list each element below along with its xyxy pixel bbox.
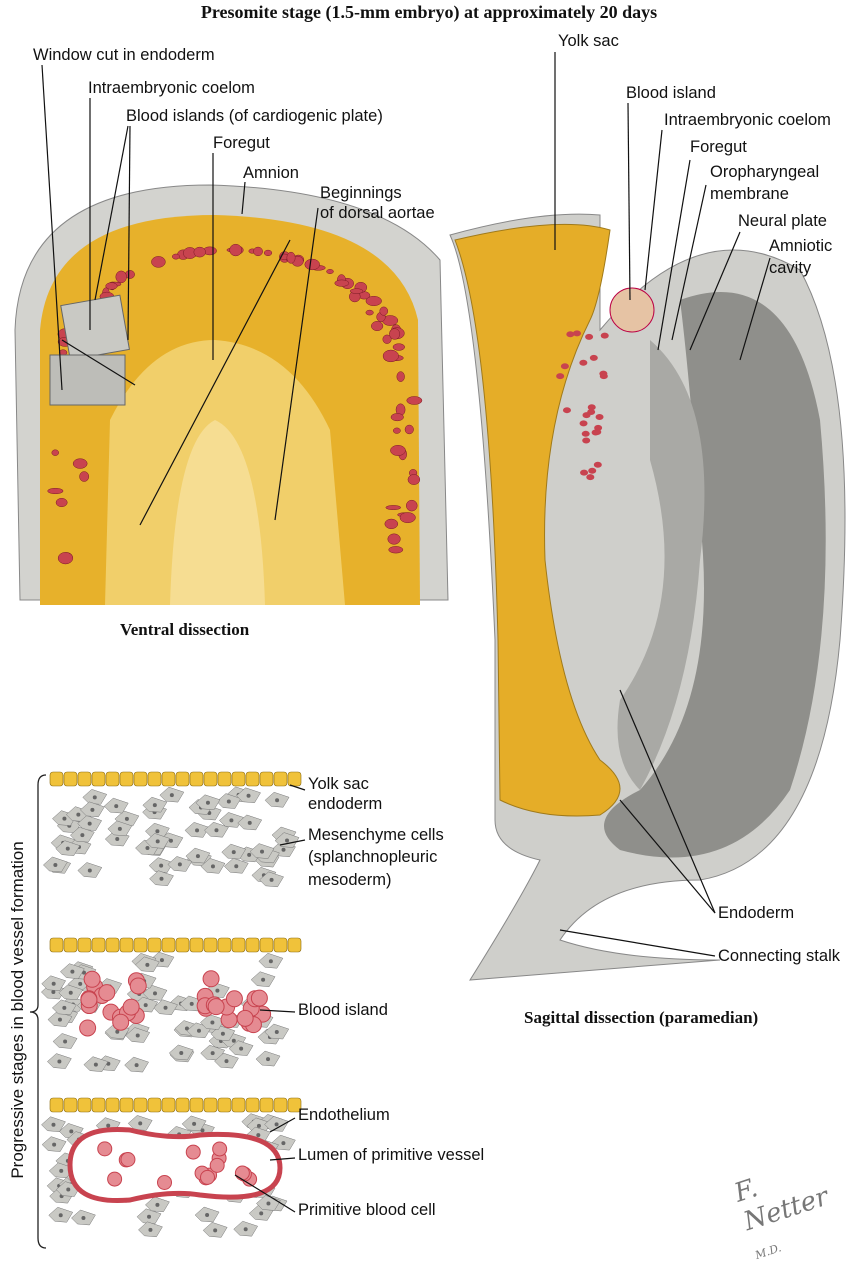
label-primitive-blood-cell: Primitive blood cell: [298, 1201, 436, 1219]
bracket: [29, 774, 47, 1249]
blood-islands-marks: [47, 243, 423, 565]
label-yolk-sac: Yolk sac: [558, 32, 619, 50]
label-mesenchyme-2: (splanchnopleuric: [308, 848, 438, 866]
label-blood-island: Blood island: [626, 84, 716, 102]
side-label-stages: Progressive stages in blood vessel forma…: [8, 841, 27, 1179]
label-amniotic-1: Amniotic: [769, 237, 833, 255]
label-dorsal-aortae-2: of dorsal aortae: [320, 204, 435, 222]
label-blood-islands: Blood islands (of cardiogenic plate): [126, 107, 383, 125]
label-intraembryonic-coelom: Intraembryonic coelom: [88, 79, 255, 97]
label-yolk-sac-endoderm-1: Yolk sac: [308, 775, 369, 793]
figure-title: Presomite stage (1.5-mm embryo) at appro…: [200, 2, 658, 22]
label-oropharyngeal-1: Oropharyngeal: [710, 163, 820, 181]
label-mesenchyme-1: Mesenchyme cells: [308, 826, 444, 844]
label-amnion: Amnion: [243, 164, 299, 182]
label-sag-foregut: Foregut: [690, 138, 747, 156]
sagittal-dissection-illustration: [449, 213, 846, 981]
label-window-cut: Window cut in endoderm: [33, 46, 215, 64]
blood-vessel-formation-panels: [41, 771, 302, 1238]
label-mesenchyme-3: mesoderm): [308, 871, 392, 889]
label-neural-plate: Neural plate: [738, 212, 827, 230]
ventral-dissection-illustration: [14, 184, 449, 605]
label-stage-blood-island: Blood island: [298, 1001, 388, 1019]
label-foregut: Foregut: [213, 134, 270, 152]
caption-sagittal: Sagittal dissection (paramedian): [524, 1008, 759, 1027]
label-oropharyngeal-2: membrane: [710, 185, 789, 203]
label-yolk-sac-endoderm-2: endoderm: [308, 795, 383, 813]
label-lumen: Lumen of primitive vessel: [298, 1146, 485, 1164]
label-sag-coelom: Intraembryonic coelom: [664, 111, 831, 129]
leader-lines: [41, 52, 771, 1213]
label-connecting-stalk: Connecting stalk: [718, 947, 840, 965]
label-endothelium: Endothelium: [298, 1106, 390, 1124]
label-endoderm: Endoderm: [718, 904, 795, 922]
caption-ventral: Ventral dissection: [120, 620, 250, 639]
label-dorsal-aortae-1: Beginnings: [320, 184, 402, 202]
label-amniotic-2: cavity: [769, 259, 812, 277]
